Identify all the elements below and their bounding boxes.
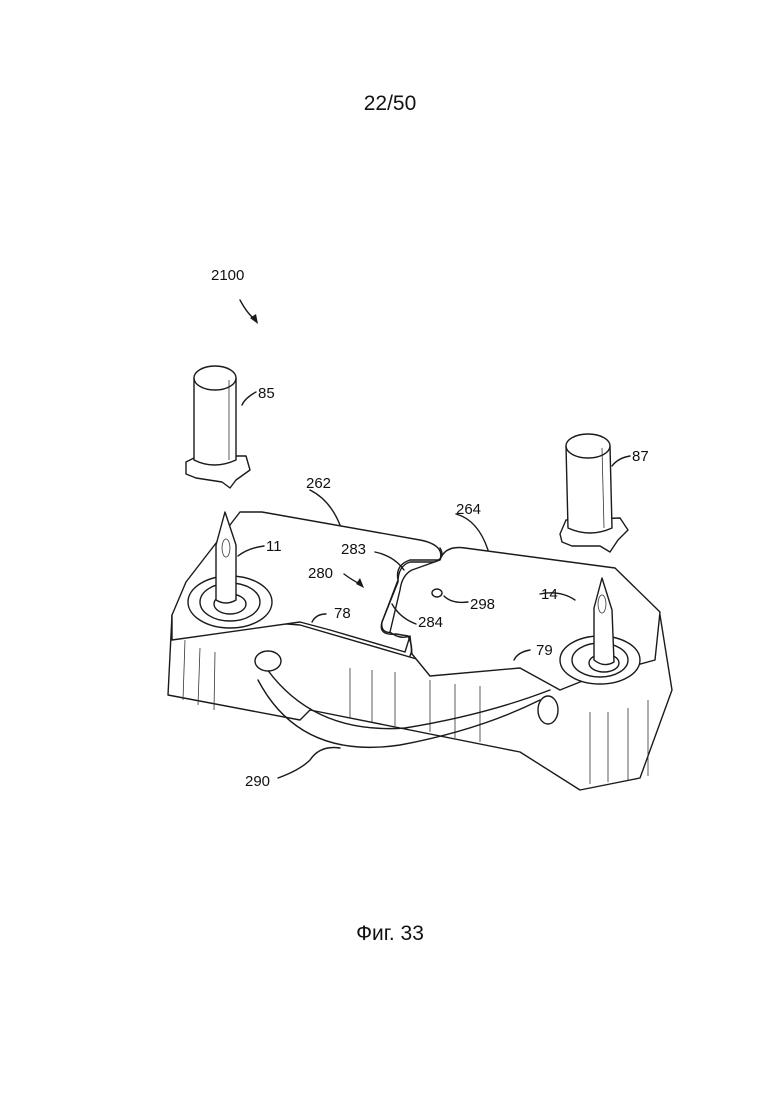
figure-caption: Фиг. 33 (0, 922, 780, 946)
label-hole: 298 (470, 596, 495, 613)
label-pin-right: 87 (632, 448, 649, 465)
label-joint: 280 (308, 565, 333, 582)
label-joint-lower: 284 (418, 614, 443, 631)
label-plate-left: 262 (306, 475, 331, 492)
hole (432, 589, 442, 597)
label-edge-right: 79 (536, 642, 553, 659)
label-edge-left: 78 (334, 605, 351, 622)
label-plate-right: 264 (456, 501, 481, 518)
label-assembly: 2100 (211, 267, 244, 284)
label-tube: 290 (245, 773, 270, 790)
pin-right (560, 434, 628, 552)
label-needle-left: 11 (266, 538, 282, 555)
label-needle-right: 14 (541, 586, 558, 603)
label-pin-left: 85 (258, 385, 275, 402)
label-joint-upper: 283 (341, 541, 366, 558)
pin-left (186, 366, 250, 488)
